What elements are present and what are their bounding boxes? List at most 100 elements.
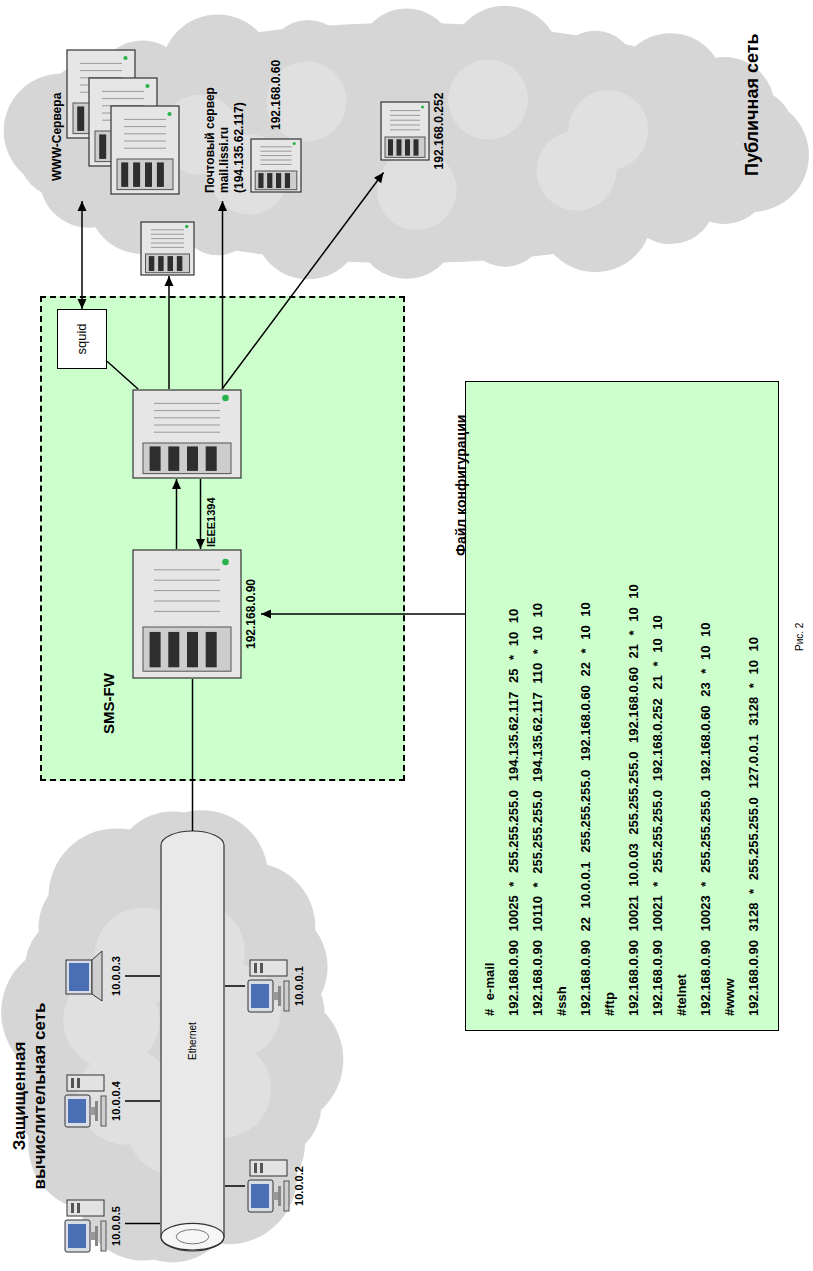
screen [251, 984, 269, 1008]
monitor-stand [273, 992, 278, 1000]
caption-holder: Рис. 2 [794, 623, 805, 651]
vent-line [151, 229, 184, 230]
drive-bay [388, 139, 393, 155]
ip-label: 192.168.0.90 [244, 579, 258, 649]
server-panel [385, 137, 425, 157]
drive-bay [276, 173, 281, 188]
vent-line [102, 91, 144, 92]
server-body [141, 222, 194, 275]
bus-label: Ethernet [160, 831, 225, 1251]
server-icon [132, 389, 242, 479]
vent-line [154, 410, 220, 411]
drive-bay [260, 963, 263, 973]
arrow-head [78, 201, 87, 211]
config-comment: #ftp [598, 396, 622, 1016]
connector-line [176, 479, 178, 549]
connector-line [81, 201, 83, 309]
figure-caption: Рис. 2 [794, 623, 805, 651]
config-comment: #ssh [550, 396, 574, 1016]
pc-tower [67, 1200, 104, 1216]
vent-line [124, 119, 166, 120]
drive-bay [397, 139, 402, 155]
server-caption: Почтовый сервер mail.lissi.ru (194.135.6… [203, 68, 246, 193]
drive-bay [71, 1078, 74, 1088]
connector [125, 976, 160, 977]
monitor-base [95, 1226, 98, 1246]
vent-line [390, 120, 420, 121]
ip-label: 10.0.0.4 [110, 1081, 122, 1121]
server-panel [117, 159, 173, 190]
vent-line [124, 141, 166, 142]
server-body [133, 550, 241, 678]
vent-line [154, 611, 220, 612]
network-cloud: Публичная сетьWWW-СервераПочтовый сервер… [0, 0, 813, 286]
cloud-puff [358, 9, 455, 106]
ip-label: 10.0.0.2 [293, 1166, 305, 1206]
workstation-icon [62, 1071, 108, 1131]
connector [225, 1186, 245, 1187]
power-led [421, 106, 424, 109]
monitor [65, 1220, 90, 1252]
drive-bay [168, 256, 174, 271]
vent-line [390, 115, 420, 116]
cloud-highlight [537, 131, 617, 211]
drive-bay [168, 446, 179, 470]
laptop-icon [62, 946, 108, 1006]
server-icon [250, 138, 302, 193]
monitor [248, 980, 273, 1012]
vent-line [154, 425, 220, 426]
workstation-icon [245, 956, 291, 1016]
drive-bay [99, 134, 106, 158]
cloud-highlight [448, 60, 528, 140]
vent-line [102, 98, 144, 99]
pc-tower [250, 960, 287, 976]
screen [251, 1184, 269, 1208]
connector [192, 679, 193, 831]
drive-bay [149, 256, 155, 271]
drive-bay [121, 162, 128, 186]
connector-line [222, 201, 224, 389]
arrow-head [78, 299, 87, 309]
vent-line [154, 580, 220, 581]
vent-line [154, 417, 220, 418]
vent-line [390, 110, 420, 111]
cloud-puff [254, 171, 362, 279]
device-node [132, 389, 245, 479]
bus-box: Ethernet [160, 831, 225, 1251]
pc-tower [67, 1075, 104, 1091]
drive-bay [206, 446, 217, 470]
monitor-stand [90, 1107, 95, 1115]
keyboard [101, 1221, 106, 1251]
drive-bay [145, 162, 152, 186]
connector-line [225, 985, 245, 987]
connector-line [125, 1223, 160, 1225]
drive-bay [267, 173, 272, 188]
power-led [145, 84, 149, 88]
keyboard [284, 981, 289, 1011]
vent-line [80, 63, 122, 64]
drive-bay [177, 256, 183, 271]
power-led [185, 225, 188, 228]
connector [125, 1223, 160, 1224]
ip-label: 192.168.0.252 [432, 93, 446, 170]
config-box: Файл конфигурации# e-mail192.168.0.90 10… [465, 381, 779, 1031]
monitor-base [95, 1101, 98, 1121]
config-comment: #telnet [670, 396, 694, 1016]
device-node: 10.0.0.4 [62, 1071, 125, 1131]
device-node: 192.168.0.90 [132, 549, 261, 679]
network-title: Защищенная вычислительная сеть [10, 991, 51, 1201]
drive-bay [206, 632, 217, 667]
arrow-head [165, 276, 174, 286]
connector [261, 610, 465, 619]
vent-line [154, 590, 220, 591]
config-comment: # e-mail [478, 396, 502, 1016]
ip-label: 10.0.0.5 [110, 1206, 122, 1246]
group-label: WWW-Сервера [50, 93, 64, 181]
device-node: 192.168.0.252 [380, 90, 449, 173]
vent-line [151, 247, 184, 248]
monitor-base [278, 986, 281, 1006]
network-cloud: Защищенная вычислительная сеть 10.0.0.5 10… [0, 801, 345, 1271]
power-led [293, 142, 296, 145]
device-node: 10.0.0.2 [245, 1156, 308, 1216]
